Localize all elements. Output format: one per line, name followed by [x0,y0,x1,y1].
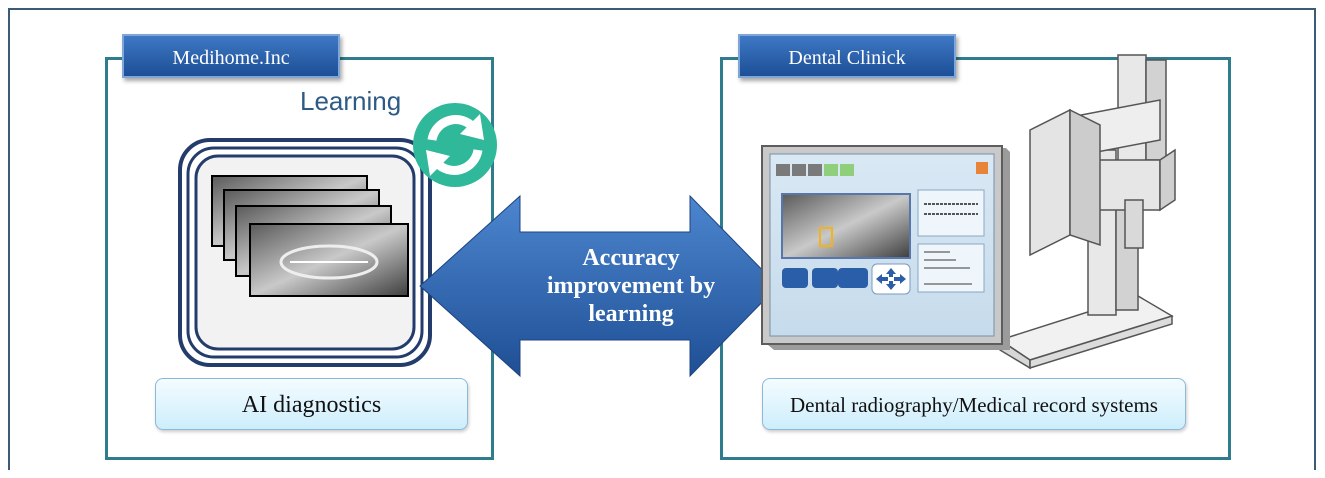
xray-machine [998,54,1176,370]
ai-diagnostics-caption: AI diagnostics [155,378,468,430]
dental-systems-caption: Dental radiography/Medical record system… [762,378,1186,430]
medihome-tab: Medihome.Inc [122,34,340,78]
arrow-caption-line1: Accuracy [582,245,680,271]
arrow-caption-line2: improvement by [546,273,716,299]
arrow-caption-line3: learning [588,301,674,327]
move-arrows-icon [871,263,911,295]
dental-clinic-tab: Dental Clinick [738,34,956,78]
xray-stack [211,175,409,297]
arrow-caption: Accuracy improvement by learning [520,244,742,328]
outer-frame [8,8,1316,470]
refresh-icon [413,103,497,187]
monitor [761,145,1010,350]
learning-label: Learning [300,86,402,116]
